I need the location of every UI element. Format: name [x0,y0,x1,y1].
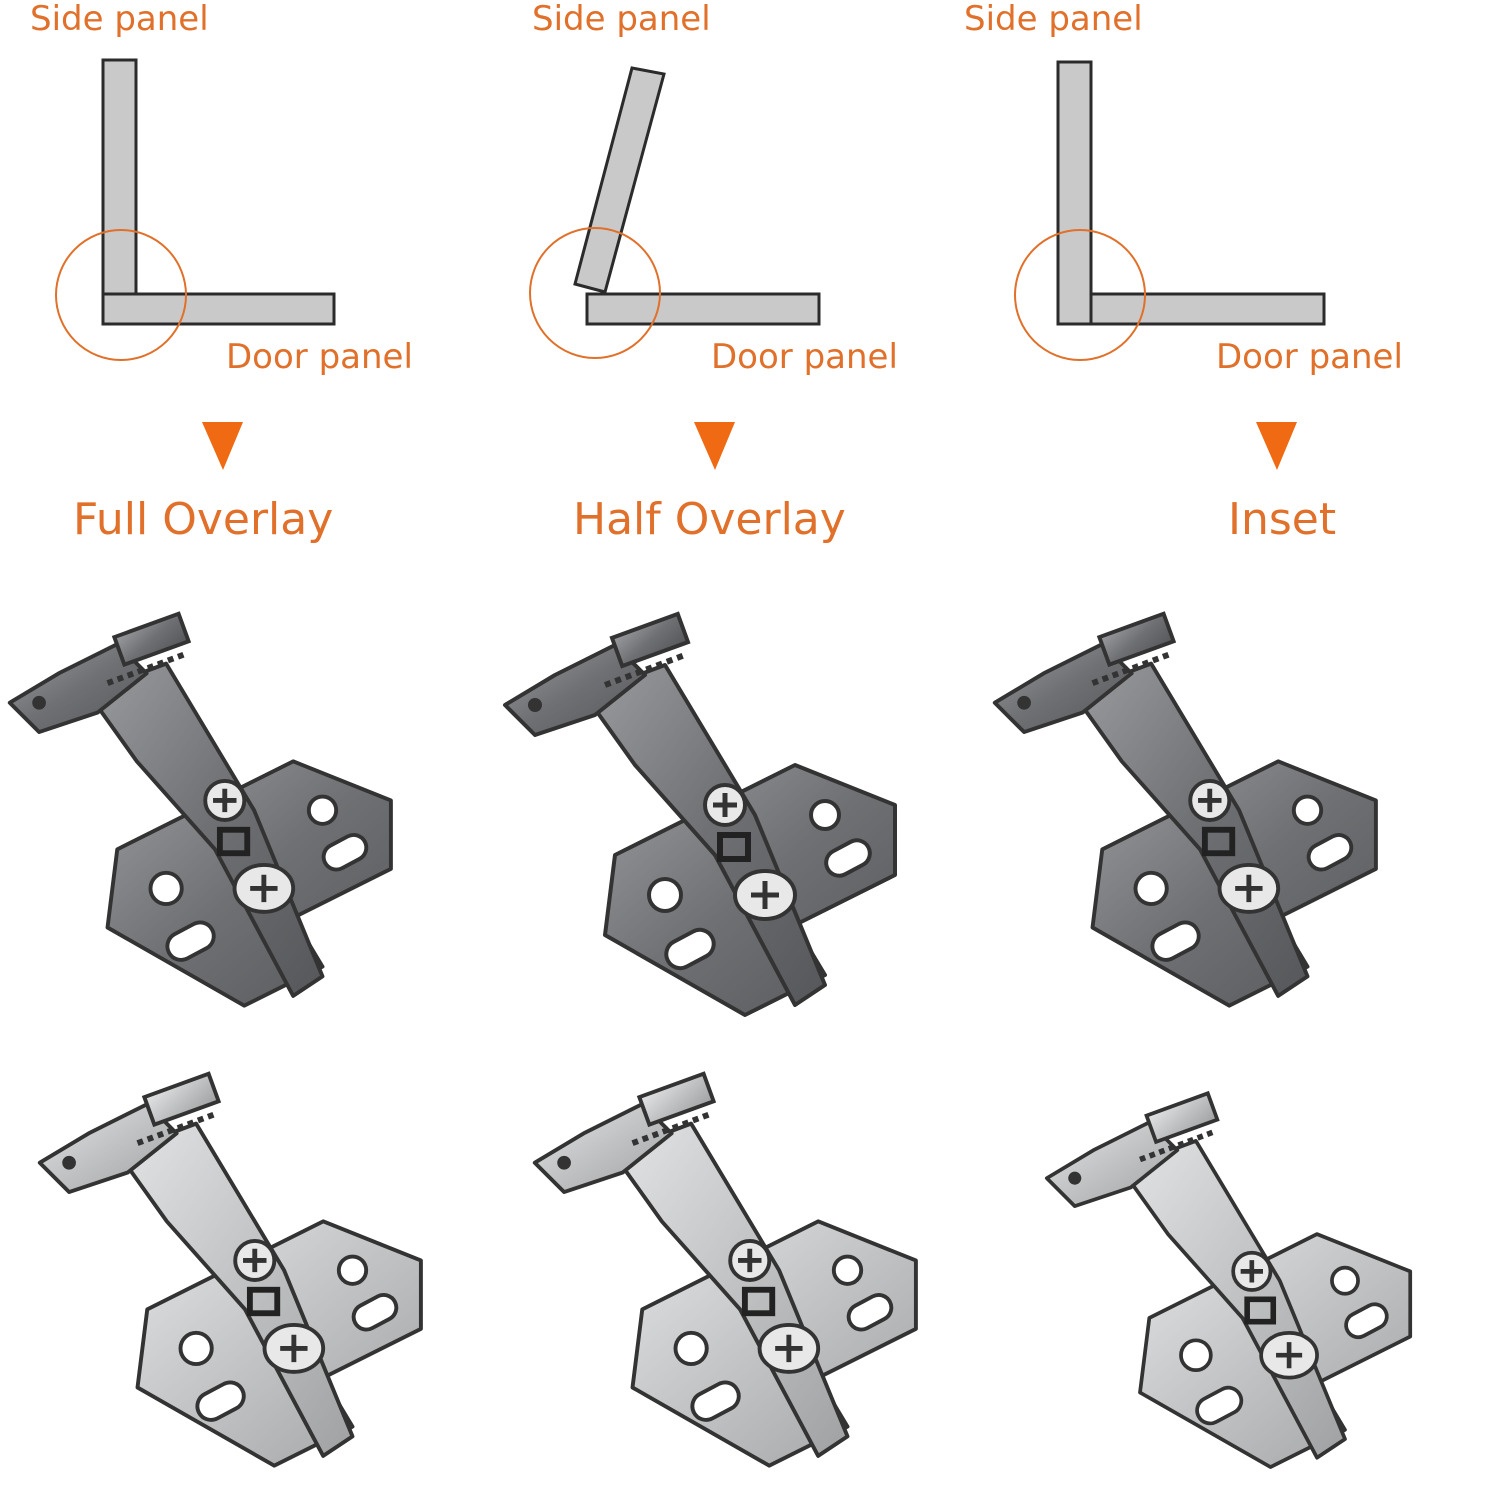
circle-highlight-icon [55,229,187,361]
overlay-type-label: Half Overlay [573,494,846,545]
door-panel-label: Door panel [711,337,898,377]
concealed-hinge-icon [10,614,391,1006]
concealed-hinge-icon [535,1074,916,1466]
concealed-hinge-icon [505,614,895,1015]
concealed-hinge-icon [1047,1093,1410,1467]
side-panel-shape [101,58,138,296]
door-panel-label: Door panel [1216,337,1403,377]
circle-highlight-icon [1014,229,1146,361]
door-panel-label: Door panel [226,337,413,377]
overlay-type-label: Inset [1228,494,1337,545]
door-panel-shape [101,292,336,326]
door-panel-shape [1089,292,1326,326]
circle-highlight-icon [529,227,661,359]
side-panel-shape [1056,60,1093,326]
down-triangle-icon [1256,422,1297,470]
concealed-hinge-icon [40,1074,421,1466]
side-panel-label: Side panel [964,0,1143,39]
concealed-hinge-icon [995,614,1376,1006]
diagram-half-overlay [529,66,821,470]
side-panel-label: Side panel [30,0,209,39]
side-panel-shape [573,66,666,294]
down-triangle-icon [202,422,243,470]
overlay-type-label: Full Overlay [73,494,334,545]
door-panel-shape [585,292,821,326]
diagram-full-overlay [55,58,336,470]
down-triangle-icon [694,422,735,470]
side-panel-label: Side panel [532,0,711,39]
diagram-inset [1014,60,1326,470]
